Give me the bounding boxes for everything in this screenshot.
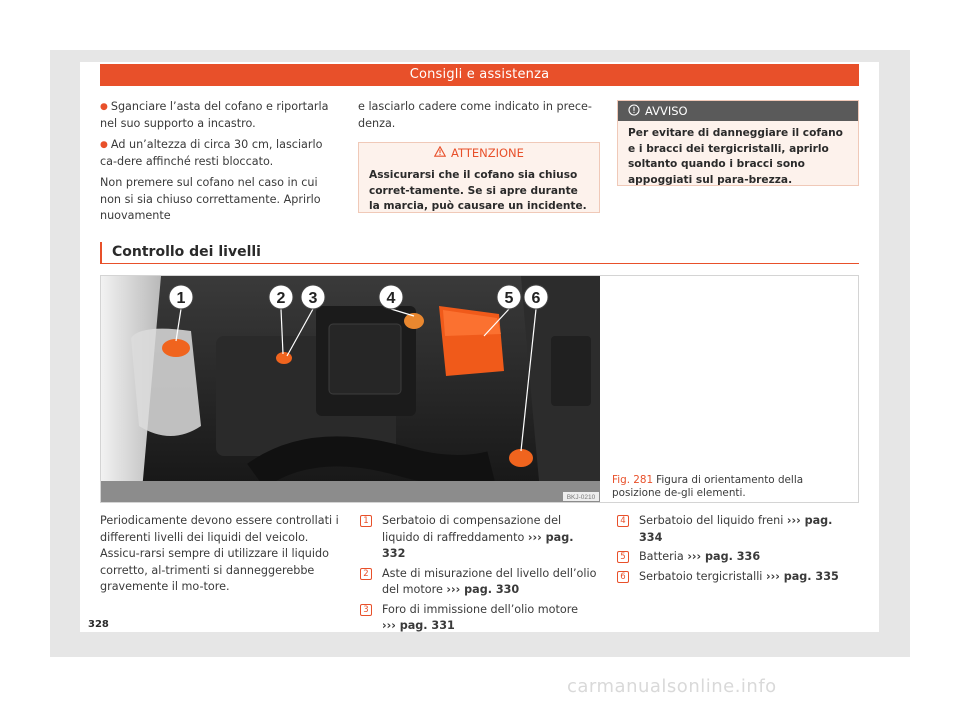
item-number: 5 xyxy=(617,551,629,563)
callout-3: 3 xyxy=(300,284,326,310)
list-item: 5 Batteria ››› pag. 336 xyxy=(617,549,859,566)
callout-1: 1 xyxy=(168,284,194,310)
figure-frame xyxy=(100,275,859,503)
chapter-header: Consigli e assistenza xyxy=(100,64,859,86)
bullet-dot-icon: ● xyxy=(100,140,108,150)
callout-4: 4 xyxy=(378,284,404,310)
page-reference-link[interactable]: ››› pag. 334 xyxy=(639,514,833,544)
intro-paragraph: Periodicamente devono essere controllati… xyxy=(100,514,339,593)
item-number: 2 xyxy=(360,567,372,580)
callout-6: 6 xyxy=(523,284,549,310)
item-number: 1 xyxy=(360,515,372,527)
callout-5: 5 xyxy=(496,284,522,310)
bullet-dot-icon: ● xyxy=(100,102,108,112)
warning-box: ATTENZIONE Assicurarsi che il cofano sia… xyxy=(358,142,600,213)
section-title: Controllo dei livelli xyxy=(100,242,859,264)
watermark: carmanualsonline.info xyxy=(567,676,777,697)
warning-box-text: Assicurarsi che il cofano sia chiuso cor… xyxy=(369,169,587,212)
item-number: 3 xyxy=(360,603,372,616)
paragraph: Non premere sul cofano nel caso in cui n… xyxy=(100,176,321,222)
bullet-item: ●Sganciare l’asta del cofano e riportarl… xyxy=(100,100,329,130)
page-number: 328 xyxy=(88,619,109,630)
notice-box-header: AVVISO xyxy=(618,101,858,121)
item-number: 4 xyxy=(617,515,629,527)
svg-text:3: 3 xyxy=(309,290,318,307)
list-item: 6 Serbatoio tergicristalli ››› pag. 335 xyxy=(617,569,859,586)
svg-text:6: 6 xyxy=(532,290,541,307)
notice-box-text: Per evitare di danneggiare il cofano e i… xyxy=(628,127,843,186)
page-reference-link[interactable]: ››› pag. 332 xyxy=(382,530,574,561)
bullet-item: ●Ad un’altezza di circa 30 cm, lasciarlo… xyxy=(100,138,323,168)
list-item: 3 Foro di immissione dell’olio motore›››… xyxy=(360,602,600,635)
info-circle-icon xyxy=(628,101,640,121)
text-column-2: e lasciarlo cadere come indicato in prec… xyxy=(358,99,598,137)
list-item: 4 Serbatoio del liquido freni ››› pag. 3… xyxy=(617,513,859,546)
image-code-label: BKJ-0210 xyxy=(563,492,599,501)
levels-list-1: 1 Serbatoio di compensazione del liquido… xyxy=(360,513,600,638)
warning-triangle-icon xyxy=(433,143,447,163)
page-reference-link[interactable]: ››› pag. 335 xyxy=(765,569,839,583)
levels-list-2: 4 Serbatoio del liquido freni ››› pag. 3… xyxy=(617,513,859,588)
svg-text:1: 1 xyxy=(177,290,186,307)
svg-text:2: 2 xyxy=(277,290,286,307)
svg-text:BKJ-0210: BKJ-0210 xyxy=(567,494,596,501)
figure-number: Fig. 281 xyxy=(612,474,654,486)
list-item: 1 Serbatoio di compensazione del liquido… xyxy=(360,513,600,563)
engine-bay-photo: 1 2 3 4 5 6 BKJ xyxy=(101,276,600,502)
item-number: 6 xyxy=(617,570,629,583)
paragraph: e lasciarlo cadere come indicato in prec… xyxy=(358,100,592,130)
callout-2: 2 xyxy=(268,284,294,310)
page-reference-link[interactable]: ››› pag. 331 xyxy=(382,619,455,632)
page-reference-link[interactable]: ››› pag. 330 xyxy=(446,583,520,596)
text-column-1: ●Sganciare l’asta del cofano e riportarl… xyxy=(100,99,338,230)
notice-box: AVVISO Per evitare di danneggiare il cof… xyxy=(617,100,859,186)
list-item: 2 Aste di misurazione del livello dell’o… xyxy=(360,566,600,599)
warning-box-header: ATTENZIONE xyxy=(359,143,599,163)
page-reference-link[interactable]: ››› pag. 336 xyxy=(687,550,761,563)
svg-text:4: 4 xyxy=(387,290,396,307)
svg-text:5: 5 xyxy=(505,290,514,307)
